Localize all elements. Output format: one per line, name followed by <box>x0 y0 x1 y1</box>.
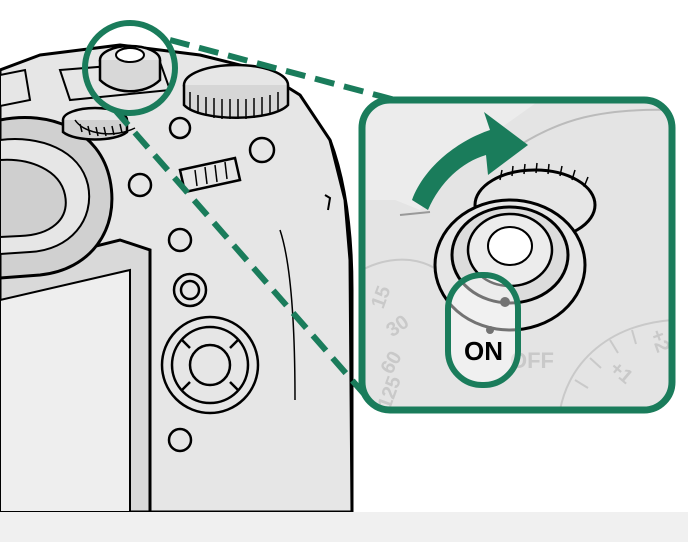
footer-bar <box>0 512 688 542</box>
leader-lines <box>112 37 396 397</box>
focus-lever <box>172 272 208 308</box>
shutter-speed-dial <box>182 63 290 119</box>
on-position-highlight: ON <box>445 272 521 388</box>
highlight-circle <box>82 20 178 116</box>
camera-front-edge <box>328 139 354 512</box>
lcd-screen <box>0 238 152 512</box>
strap-lug <box>324 194 332 211</box>
back-buttons <box>127 116 276 453</box>
zoom-inset: 125 60 30 15 +1 +2 <box>358 96 676 414</box>
power-switch-zoom <box>433 198 587 334</box>
knurled-ring <box>74 119 136 137</box>
d-pad <box>160 315 260 415</box>
power-switch-top <box>98 44 162 93</box>
camera-illustration: 125 60 30 15 +1 +2 <box>0 20 676 512</box>
curved-arrow-icon <box>412 112 528 210</box>
eyecup <box>0 116 114 280</box>
illustration-canvas: 125 60 30 15 +1 +2 <box>0 20 676 512</box>
on-label: ON <box>464 336 503 366</box>
